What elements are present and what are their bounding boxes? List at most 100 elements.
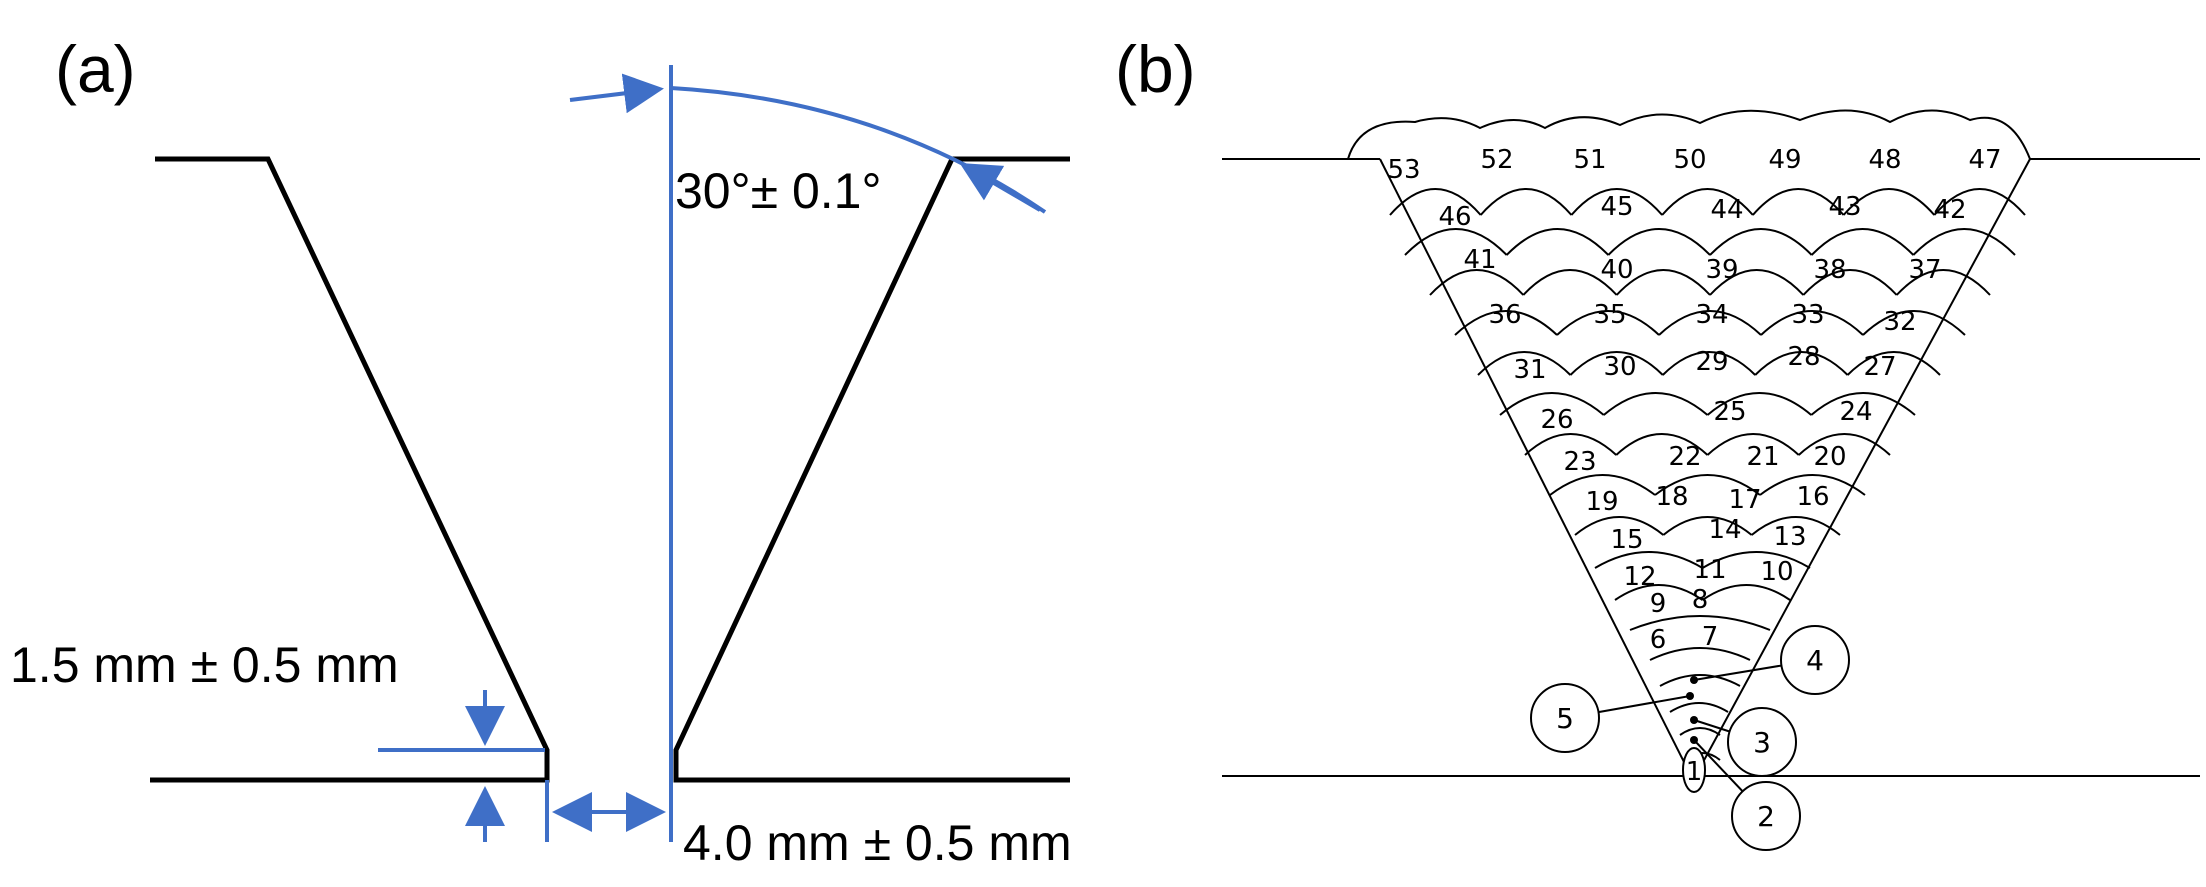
panel-b-label: (b) — [1115, 32, 1196, 106]
pass-number-32: 32 — [1883, 307, 1916, 337]
callout-dot-5 — [1686, 692, 1694, 700]
bead-arc — [1669, 702, 1729, 713]
pass-number-14: 14 — [1708, 515, 1741, 545]
pass-number-1: 1 — [1686, 757, 1703, 787]
bead-arc — [1659, 674, 1741, 687]
callout-circle-5 — [1530, 683, 1600, 753]
bead-arc — [1662, 516, 1753, 536]
panel-a-label: (a) — [55, 32, 136, 106]
bead-arc — [1649, 647, 1751, 661]
pass-number-5: 5 — [1556, 702, 1574, 735]
pass-number-44: 44 — [1710, 195, 1743, 225]
pass-number-42: 42 — [1933, 195, 1966, 225]
pass-number-30: 30 — [1603, 352, 1636, 382]
bead-arc — [1603, 392, 1709, 416]
bead-arc — [1524, 433, 1617, 456]
bead-arc — [1594, 551, 1704, 569]
callout-dot-2 — [1690, 736, 1698, 744]
bead-arc — [1862, 310, 1966, 336]
bead-arc — [1549, 474, 1656, 496]
bead-arc — [1658, 310, 1762, 336]
root-gap-label: 4.0 mm ± 0.5 mm — [683, 815, 1072, 871]
bead-arc — [1615, 269, 1711, 296]
pass-number-31: 31 — [1513, 355, 1546, 385]
bead-arc — [1802, 269, 1898, 296]
bead-arc — [1661, 188, 1754, 216]
pass-number-4: 4 — [1806, 644, 1824, 677]
pass-number-25: 25 — [1713, 397, 1746, 427]
pass-number-15: 15 — [1610, 525, 1643, 555]
pass-number-37: 37 — [1908, 255, 1941, 285]
pass-number-18: 18 — [1655, 482, 1688, 512]
pass-number-8: 8 — [1692, 585, 1709, 615]
angle-arrow-right — [959, 162, 1042, 212]
callout-circle-2 — [1731, 781, 1801, 851]
bead-arc — [1662, 351, 1756, 376]
bead-arc — [1798, 433, 1891, 456]
bead-arc — [1505, 228, 1610, 256]
pass-number-35: 35 — [1593, 300, 1626, 330]
pass-number-41: 41 — [1463, 245, 1496, 275]
right-plate-profile — [673, 156, 1070, 783]
bead-arc — [1751, 516, 1841, 536]
pass-number-21: 21 — [1746, 442, 1779, 472]
pass-number-28: 28 — [1787, 342, 1820, 372]
pass-number-38: 38 — [1813, 255, 1846, 285]
callout-dot-4 — [1690, 676, 1698, 684]
callout-dot-3 — [1690, 716, 1698, 724]
bead-arc — [1615, 433, 1709, 456]
pass-number-52: 52 — [1480, 145, 1513, 175]
pass-number-46: 46 — [1438, 202, 1471, 232]
bead-arc — [1429, 269, 1525, 296]
bead-arc — [1706, 433, 1800, 456]
left-plate-profile — [150, 156, 550, 783]
bead-arc — [1759, 474, 1866, 496]
groove-wall-right — [1701, 158, 2031, 765]
pass-number-24: 24 — [1839, 397, 1872, 427]
bead-arc — [1752, 188, 1845, 216]
bead-arc — [1701, 584, 1791, 601]
pass-number-22: 22 — [1668, 442, 1701, 472]
pass-number-50: 50 — [1673, 145, 1706, 175]
pass-number-26: 26 — [1540, 405, 1573, 435]
weld-cap-outline — [1347, 109, 2031, 160]
pass-number-19: 19 — [1585, 487, 1618, 517]
bead-arc — [1607, 228, 1711, 256]
bead-arc — [1709, 269, 1805, 296]
weld-bead-arcs — [1389, 188, 2026, 793]
bead-arc — [1556, 310, 1660, 336]
pass-number-2: 2 — [1757, 800, 1775, 833]
pass-number-39: 39 — [1705, 255, 1738, 285]
pass-number-20: 20 — [1813, 442, 1846, 472]
bead-arc — [1477, 351, 1572, 376]
bead-arc — [1569, 351, 1664, 376]
pass-number-7: 7 — [1702, 622, 1719, 652]
pass-number-48: 48 — [1868, 145, 1901, 175]
bead-arc — [1404, 228, 1508, 256]
angle-arrow-left — [569, 73, 664, 114]
callout-circle-3 — [1727, 707, 1797, 777]
bead-arc — [1846, 351, 1941, 376]
panel-a: (a) 30°± 0.1° 1.5 mm ± 0.5 mm 4.0 mm ± 0… — [10, 32, 1072, 871]
pass-number-13: 13 — [1773, 522, 1806, 552]
bead-arc — [1499, 392, 1605, 416]
bead-arc — [1701, 551, 1811, 569]
pass-number-51: 51 — [1573, 145, 1606, 175]
bead-arc — [1454, 310, 1558, 336]
bead-arc — [1933, 188, 2026, 216]
root-face-label: 1.5 mm ± 0.5 mm — [10, 637, 399, 693]
bead-arc — [1810, 228, 1915, 256]
pass-number-9: 9 — [1650, 589, 1667, 619]
bead-arc — [1679, 727, 1721, 736]
pass-number-16: 16 — [1796, 482, 1829, 512]
bead-arc — [1842, 188, 1936, 216]
pass-number-11: 11 — [1693, 555, 1726, 585]
pass-number-10: 10 — [1760, 557, 1793, 587]
bead-arc — [1706, 392, 1812, 416]
pass-number-36: 36 — [1488, 300, 1521, 330]
pass-number-23: 23 — [1563, 447, 1596, 477]
bead-arc — [1570, 188, 1663, 216]
